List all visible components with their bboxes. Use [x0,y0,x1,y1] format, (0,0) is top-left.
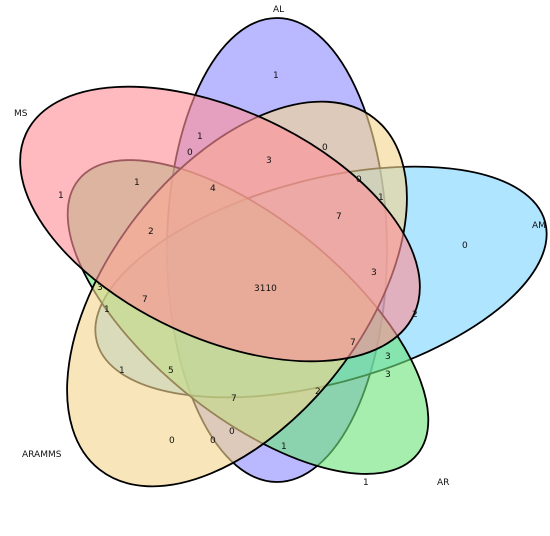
region-right-lower-three-b: 3 [385,370,391,380]
am-set-label: AM [532,221,546,231]
region-left-three: 3 [97,283,103,293]
region-center-main: 3110 [254,284,277,294]
region-al-ms-top: 1 [197,132,203,142]
region-lower-center-seven: 7 [231,394,237,404]
ms-set-ellipse [19,85,421,363]
region-counts: 1 1 0 0 3 1 1 4 0 1 2 7 0 3 7 3110 3 1 2… [58,71,468,488]
region-aramms-only: 0 [169,436,175,446]
set-labels: AL AM AR ARAMMS MS [14,5,546,488]
region-center-four: 4 [210,184,216,194]
al-set-label: AL [273,5,284,15]
region-left-seven: 7 [142,295,148,305]
region-right-lower-three-a: 3 [385,352,391,362]
region-ms-two: 2 [148,227,154,237]
region-ar-only: 1 [363,478,369,488]
region-right-two: 2 [412,310,418,320]
ms-set-label: MS [14,109,28,119]
region-right-three: 3 [371,268,377,278]
region-lower-center-two: 2 [315,387,321,397]
region-al-ms-three: 3 [266,156,272,166]
region-upper-right-seven: 7 [336,212,342,222]
region-lower-right-seven: 7 [350,338,356,348]
set-ellipses [19,17,548,488]
region-ar-one-mid: 1 [281,442,287,452]
region-al-upper-zero: 0 [322,143,328,153]
region-bottom-zero-a: 0 [229,427,235,437]
region-left-one: 1 [104,305,110,315]
ar-set-label: AR [437,478,449,488]
aramms-set-label: ARAMMS [22,450,62,460]
region-al-ms-zero: 0 [187,148,193,158]
region-ms-only: 1 [58,191,64,201]
region-bottom-zero-b: 0 [210,436,216,446]
region-am-only: 0 [462,241,468,251]
region-right-one: 1 [378,193,384,203]
region-lower-left-five: 5 [168,366,174,376]
region-al-only: 1 [273,71,279,81]
region-right-zero: 0 [356,175,362,185]
region-ms-aramms-one: 1 [134,178,140,188]
region-lower-left-one: 1 [119,366,125,376]
